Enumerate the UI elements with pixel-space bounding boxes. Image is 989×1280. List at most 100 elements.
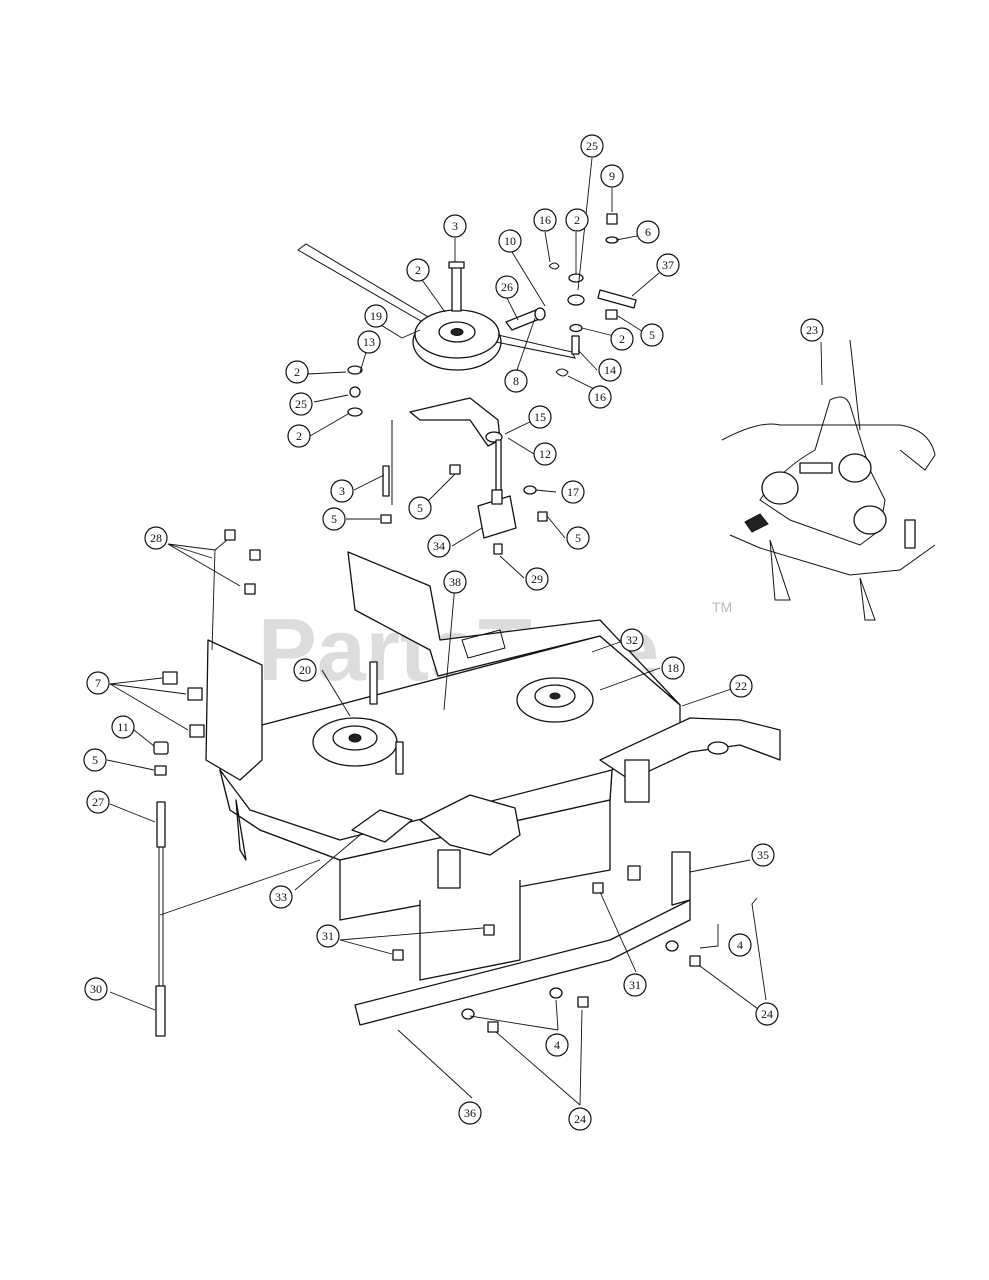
callout-31: 31 — [623, 973, 647, 997]
bolt-28-c — [244, 583, 256, 595]
spacer-26-end — [534, 307, 546, 321]
nut-24-b — [487, 1021, 499, 1033]
callout-16: 16 — [533, 208, 557, 232]
washer-4-c — [665, 940, 679, 952]
callout-10: 10 — [498, 229, 522, 253]
belt-routing-inset — [721, 339, 936, 621]
callout-29: 29 — [525, 567, 549, 591]
nut-7-c — [189, 724, 205, 738]
callout-2: 2 — [406, 258, 430, 282]
svg-text:31: 31 — [322, 929, 334, 943]
callout-23: 23 — [800, 318, 824, 342]
idler-assembly — [297, 213, 637, 555]
svg-text:37: 37 — [662, 258, 674, 272]
callout-18: 18 — [661, 656, 685, 680]
right-bracket — [624, 759, 650, 803]
nut-5-e — [154, 765, 167, 776]
height-pin-assembly — [153, 741, 169, 1037]
inset-pulley-right — [853, 505, 887, 535]
svg-text:2: 2 — [619, 332, 625, 346]
callout-2: 2 — [287, 424, 311, 448]
nut-7-a — [162, 671, 178, 685]
svg-text:34: 34 — [433, 539, 445, 553]
clip-16-a — [548, 262, 560, 270]
inset-chute-right — [859, 577, 876, 621]
pulley-19-bore — [450, 328, 464, 336]
knob-11 — [153, 741, 169, 755]
callout-28: 28 — [144, 526, 168, 550]
bracket-37 — [597, 289, 637, 309]
callout-2: 2 — [610, 327, 634, 351]
bushing-25 — [567, 294, 585, 306]
svg-text:26: 26 — [501, 280, 513, 294]
bumper-post — [627, 865, 641, 881]
svg-text:24: 24 — [574, 1112, 586, 1126]
nut-17 — [523, 485, 537, 495]
spindle-18-bore — [549, 692, 561, 700]
callout-11: 11 — [111, 715, 135, 739]
svg-text:36: 36 — [464, 1106, 476, 1120]
stud-left-b — [395, 741, 404, 775]
svg-text:5: 5 — [649, 328, 655, 342]
bolt-31-c — [592, 882, 604, 894]
washer-2-left-b — [347, 407, 363, 417]
clip-16-b — [555, 368, 569, 377]
decal-33 — [351, 809, 413, 843]
bolt-28-b — [249, 549, 261, 561]
inset-label — [799, 462, 833, 474]
bracket-22-hole — [707, 741, 729, 755]
pin-30 — [155, 985, 166, 1037]
nut-7-b — [187, 687, 203, 701]
callout-2: 2 — [285, 360, 309, 384]
washer-2-mid — [569, 323, 583, 333]
callout-2: 2 — [565, 208, 589, 232]
callout-30: 30 — [84, 977, 108, 1001]
svg-text:20: 20 — [299, 663, 311, 677]
callout-5: 5 — [408, 496, 432, 520]
washer-4-a — [549, 987, 563, 999]
svg-text:2: 2 — [574, 213, 580, 227]
callout-38: 38 — [443, 570, 467, 594]
watermark-trademark: TM — [712, 599, 732, 615]
svg-text:19: 19 — [370, 309, 382, 323]
callout-32: 32 — [620, 628, 644, 652]
callout-31: 31 — [316, 924, 340, 948]
callout-25: 25 — [289, 392, 313, 416]
svg-text:15: 15 — [534, 410, 546, 424]
svg-text:12: 12 — [539, 447, 551, 461]
svg-text:25: 25 — [586, 139, 598, 153]
callout-33: 33 — [269, 885, 293, 909]
idler-arm-rod — [297, 243, 431, 325]
pivot-shaft — [495, 439, 502, 491]
bolt-29 — [493, 543, 503, 555]
svg-text:24: 24 — [761, 1007, 773, 1021]
callout-13: 13 — [357, 330, 381, 354]
svg-text:17: 17 — [567, 485, 579, 499]
callout-24: 24 — [568, 1107, 592, 1131]
callout-19: 19 — [364, 304, 388, 328]
bolt-31-b — [483, 924, 495, 936]
washer-4-b — [461, 1008, 475, 1020]
callout-6: 6 — [636, 220, 660, 244]
inset-pulley-left — [761, 471, 799, 505]
callout-17: 17 — [561, 480, 585, 504]
callout-22: 22 — [729, 674, 753, 698]
callouts: 25 9 3 16 2 6 10 37 2 26 19 5 13 2 2 8 1… — [83, 134, 824, 1131]
washer-2-left-a — [347, 365, 363, 375]
deck-under-panel — [419, 880, 521, 981]
callout-20: 20 — [293, 658, 317, 682]
rod-27 — [156, 801, 166, 848]
svg-text:4: 4 — [737, 938, 743, 952]
inset-bracket — [904, 519, 916, 549]
bushing-25-left — [349, 386, 361, 398]
callout-12: 12 — [533, 442, 557, 466]
svg-text:31: 31 — [629, 978, 641, 992]
mower-deck — [162, 529, 781, 981]
svg-text:5: 5 — [92, 753, 98, 767]
spindle-left-bore — [348, 733, 362, 743]
callout-5: 5 — [566, 526, 590, 550]
callout-27: 27 — [86, 790, 110, 814]
inset-pulley-center — [838, 453, 872, 483]
inset-decal — [744, 513, 769, 533]
